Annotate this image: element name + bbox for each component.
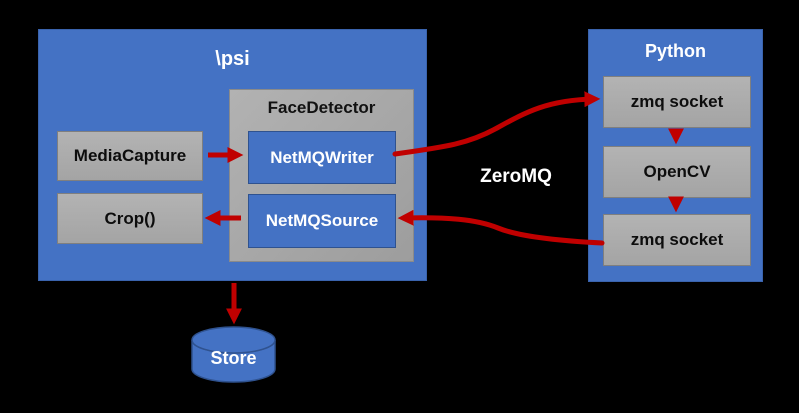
python-group-title: Python bbox=[645, 41, 706, 61]
psi-group-title: \psi bbox=[215, 48, 250, 70]
node-netmqsource: NetMQSource bbox=[248, 194, 396, 248]
node-zmq-socket-bottom: zmq socket bbox=[603, 214, 751, 266]
zmq-socket-bottom-label: zmq socket bbox=[630, 230, 724, 249]
node-opencv: OpenCV bbox=[603, 146, 751, 198]
node-mediacapture: MediaCapture bbox=[57, 131, 203, 181]
python-group-box: Python zmq socket OpenCV zmq socket bbox=[588, 29, 763, 282]
netmqwriter-label: NetMQWriter bbox=[270, 147, 374, 167]
zmq-socket-top-label: zmq socket bbox=[630, 92, 724, 111]
node-crop: Crop() bbox=[57, 193, 203, 244]
store-label: Store bbox=[210, 348, 257, 368]
netmqsource-label: NetMQSource bbox=[265, 211, 379, 230]
mediacapture-label: MediaCapture bbox=[73, 146, 187, 165]
facedetector-group-box: FaceDetector NetMQWriter NetMQSource bbox=[229, 89, 414, 262]
facedetector-title: FaceDetector bbox=[267, 98, 376, 117]
opencv-label: OpenCV bbox=[643, 162, 711, 181]
psi-group-box: \psi MediaCapture Crop() FaceDetector Ne… bbox=[38, 29, 427, 281]
crop-label: Crop() bbox=[104, 208, 156, 228]
arrow-zmq-bottom-to-netmqsource bbox=[397, 209, 605, 246]
node-netmqwriter: NetMQWriter bbox=[248, 131, 396, 184]
node-zmq-socket-top: zmq socket bbox=[603, 76, 751, 128]
zeromq-label: ZeroMQ bbox=[480, 166, 552, 187]
